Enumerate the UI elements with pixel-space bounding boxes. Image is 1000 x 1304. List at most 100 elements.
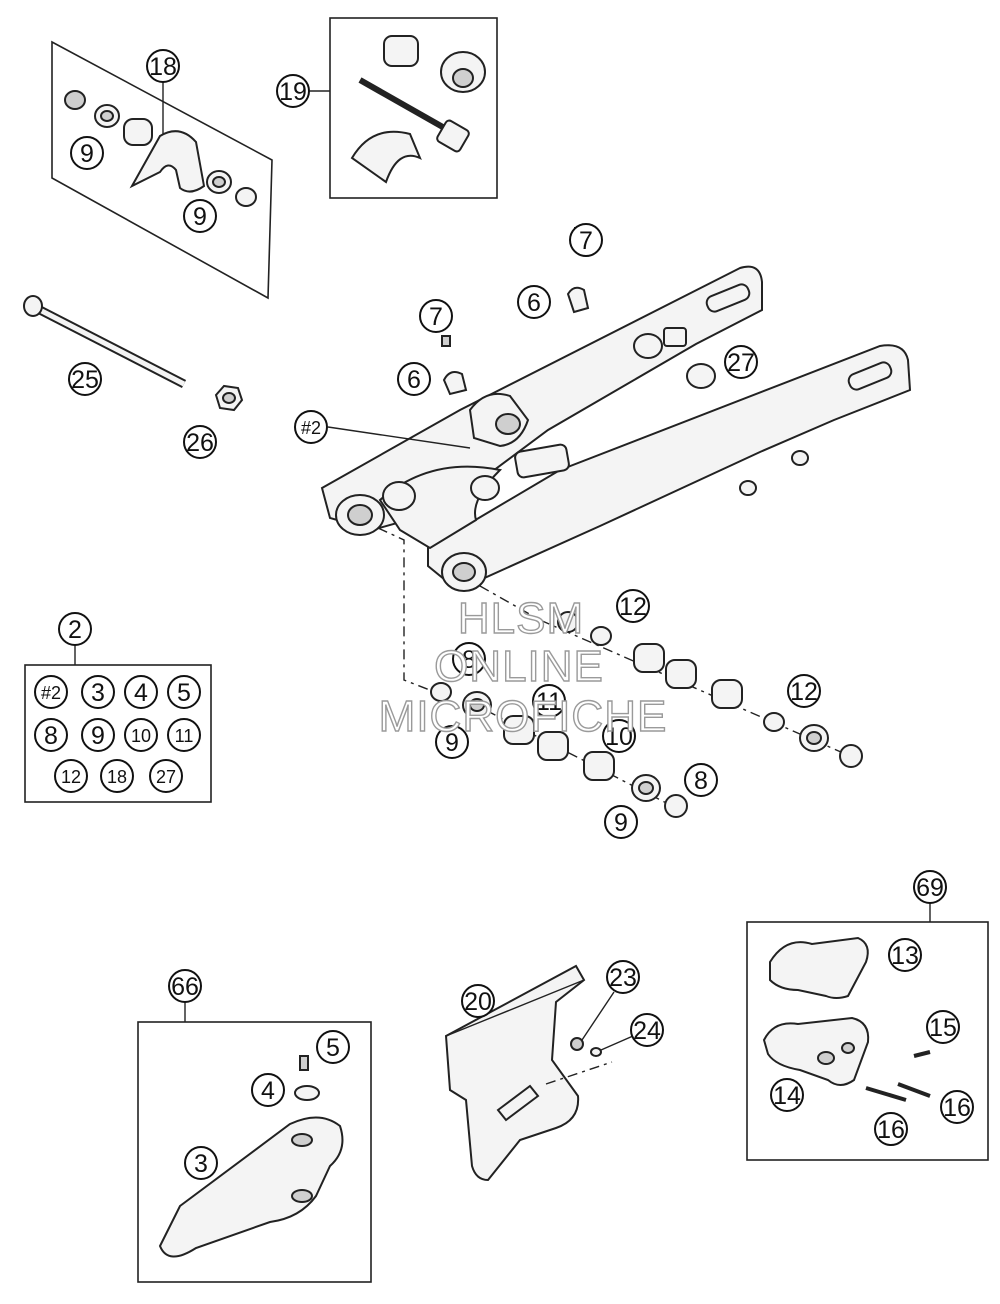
assembly-line-left xyxy=(377,527,441,695)
kit-2-item[interactable]: 5 xyxy=(167,675,201,709)
needle-bearing-c xyxy=(503,715,535,745)
svg-text:25: 25 xyxy=(71,366,99,394)
callout-11[interactable]: 11 xyxy=(532,684,566,718)
swingarm-right-arm xyxy=(427,344,912,586)
bolt-head xyxy=(436,119,470,153)
pivot-stack-right xyxy=(557,611,863,768)
svg-text:6: 6 xyxy=(407,366,421,394)
swingarm xyxy=(320,265,912,592)
callout-6b[interactable]: 6 xyxy=(397,362,431,396)
pivot-bolt xyxy=(358,77,450,133)
watermark-line-2: ONLINE xyxy=(434,642,604,691)
leader-23 xyxy=(581,991,615,1041)
svg-text:16: 16 xyxy=(877,1116,905,1144)
svg-text:7: 7 xyxy=(429,303,443,331)
bearing-part xyxy=(123,118,153,146)
svg-text:27: 27 xyxy=(727,349,755,377)
needle-bearing-b xyxy=(665,659,697,689)
kit-19-panel xyxy=(309,17,498,199)
svg-text:3: 3 xyxy=(194,1150,208,1178)
kit-2-item[interactable]: 11 xyxy=(167,718,201,752)
callout-5[interactable]: 5 xyxy=(316,1030,350,1064)
callout-12a[interactable]: 12 xyxy=(616,589,650,623)
half-shell-part xyxy=(350,130,422,184)
axle-slot-right xyxy=(847,361,893,391)
axle-slot-left xyxy=(705,283,751,313)
callout-13[interactable]: 13 xyxy=(888,938,922,972)
svg-text:8: 8 xyxy=(462,646,476,674)
callout-9b[interactable]: 9 xyxy=(183,199,217,233)
callout-20[interactable]: 20 xyxy=(461,984,495,1018)
svg-text:12: 12 xyxy=(619,593,647,621)
callout-2[interactable]: 2 xyxy=(58,612,92,646)
assembly-line-upper xyxy=(539,619,851,757)
screw-lower xyxy=(441,335,451,347)
chain-slider-clamp-lower xyxy=(441,335,468,396)
svg-text:3: 3 xyxy=(91,679,105,707)
callout-swingarm-ref[interactable]: #2 xyxy=(294,410,328,444)
callout-15[interactable]: 15 xyxy=(926,1010,960,1044)
callout-19[interactable]: 19 xyxy=(276,74,310,108)
callout-24[interactable]: 24 xyxy=(630,1013,664,1047)
callout-7b[interactable]: 7 xyxy=(419,299,453,333)
callout-69[interactable]: 69 xyxy=(913,870,947,904)
swingarm-axle xyxy=(23,295,187,389)
pivot-stack-left xyxy=(430,682,688,818)
callout-6a[interactable]: 6 xyxy=(517,285,551,319)
svg-text:9: 9 xyxy=(445,729,459,757)
callout-4[interactable]: 4 xyxy=(251,1073,285,1107)
svg-text:13: 13 xyxy=(891,942,919,970)
svg-text:24: 24 xyxy=(633,1017,661,1045)
svg-text:8: 8 xyxy=(44,722,58,750)
callout-7a[interactable]: 7 xyxy=(569,223,603,257)
watermark: HLSM ONLINE MICROFICHE xyxy=(378,593,667,741)
svg-text:14: 14 xyxy=(773,1082,801,1110)
callout-9a[interactable]: 9 xyxy=(70,136,104,170)
svg-text:#2: #2 xyxy=(301,418,321,438)
callout-16b[interactable]: 16 xyxy=(874,1112,908,1146)
callout-9d[interactable]: 9 xyxy=(604,805,638,839)
svg-text:10: 10 xyxy=(131,726,151,746)
chain-guard-20 xyxy=(444,964,586,1182)
washer-12 xyxy=(590,626,612,646)
bushing-part xyxy=(383,35,419,67)
callout-18[interactable]: 18 xyxy=(146,49,180,83)
callout-12b[interactable]: 12 xyxy=(787,674,821,708)
kit-2-item[interactable]: 10 xyxy=(124,718,158,752)
kit-2-item[interactable]: 27 xyxy=(149,759,183,793)
bushing-27 xyxy=(686,363,716,389)
callout-25[interactable]: 25 xyxy=(68,362,102,396)
svg-text:15: 15 xyxy=(929,1014,957,1042)
svg-text:12: 12 xyxy=(61,767,81,787)
svg-text:4: 4 xyxy=(134,679,148,707)
axle-nut xyxy=(214,384,244,412)
kit-2-item[interactable]: 8 xyxy=(34,718,68,752)
kit-2-item[interactable]: 18 xyxy=(100,759,134,793)
callout-26[interactable]: 26 xyxy=(183,425,217,459)
kit-2-item[interactable]: 4 xyxy=(124,675,158,709)
svg-text:66: 66 xyxy=(171,973,199,1001)
svg-text:2: 2 xyxy=(68,616,82,644)
callout-27[interactable]: 27 xyxy=(724,345,758,379)
svg-text:8: 8 xyxy=(694,767,708,795)
svg-text:5: 5 xyxy=(326,1034,340,1062)
callout-8b[interactable]: 8 xyxy=(684,763,718,797)
svg-text:27: 27 xyxy=(156,767,176,787)
callout-23[interactable]: 23 xyxy=(606,960,640,994)
kit-2-item[interactable]: 12 xyxy=(54,759,88,793)
svg-text:16: 16 xyxy=(943,1094,971,1122)
svg-text:18: 18 xyxy=(149,53,177,81)
callout-14[interactable]: 14 xyxy=(770,1078,804,1112)
seal-part xyxy=(64,90,86,110)
callout-3[interactable]: 3 xyxy=(184,1146,218,1180)
callout-8a[interactable]: 8 xyxy=(452,642,486,676)
kit-2-item[interactable]: 3 xyxy=(81,675,115,709)
watermark-line-1: HLSM xyxy=(458,594,584,643)
callout-9c[interactable]: 9 xyxy=(435,725,469,759)
kit-2-item[interactable]: #2 xyxy=(34,675,68,709)
callout-16a[interactable]: 16 xyxy=(940,1090,974,1124)
callout-66[interactable]: 66 xyxy=(168,969,202,1003)
kit-2-item[interactable]: 9 xyxy=(81,718,115,752)
callout-10[interactable]: 10 xyxy=(602,719,636,753)
